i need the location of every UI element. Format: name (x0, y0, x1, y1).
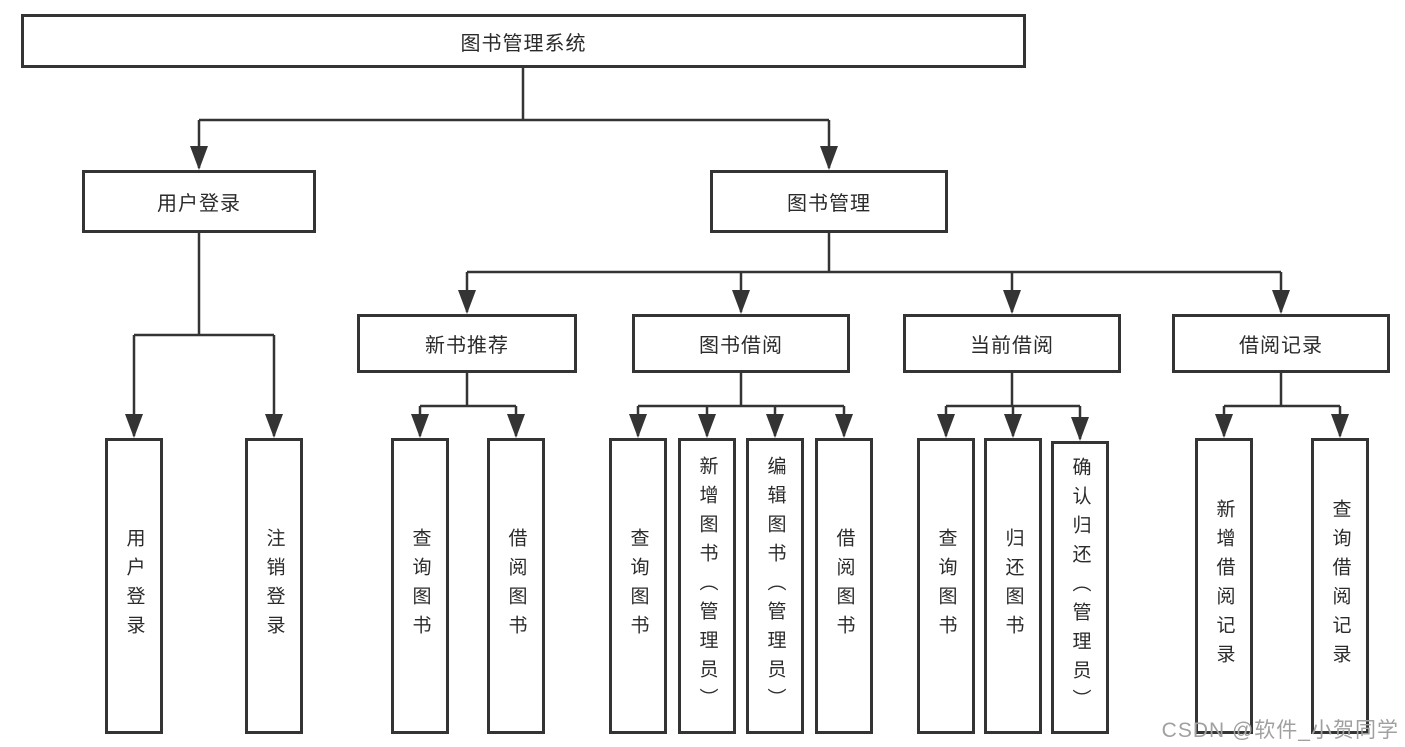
node-new-book-recommendation: 新书推荐 (357, 314, 577, 373)
arrowhead (458, 290, 476, 314)
node-book-management: 图书管理 (710, 170, 948, 233)
leaf-borrowing-query-books: 查询图书 (609, 438, 667, 734)
connector-borrow-records-subtree (1222, 373, 1342, 436)
leaf-current-query-books: 查询图书 (917, 438, 975, 734)
arrowhead (1331, 414, 1349, 438)
node-current-borrowing: 当前借阅 (903, 314, 1121, 373)
connector-book-borrowing-subtree (636, 373, 846, 436)
leaf-borrowing-add-books-admin: 新增图书（管理员） (678, 438, 736, 734)
watermark: CSDN @软件_小贺同学 (1161, 719, 1399, 742)
leaf-records-add-record-label: 新增借阅记录 (1213, 499, 1235, 673)
node-user-login: 用户登录 (82, 170, 316, 233)
connector-book-management-subtree (465, 233, 1283, 312)
leaf-current-confirm-return-admin: 确认归还（管理员） (1051, 441, 1109, 734)
leaf-borrowing-edit-books-admin-label: 编辑图书（管理员） (764, 455, 786, 717)
arrowhead (1272, 290, 1290, 314)
node-borrow-records-label: 借阅记录 (1239, 335, 1323, 357)
leaf-user-login: 用户登录 (105, 438, 163, 734)
arrowhead (1003, 290, 1021, 314)
leaf-borrowing-borrow-books: 借阅图书 (815, 438, 873, 734)
arrowhead (732, 290, 750, 314)
arrowhead (820, 146, 838, 170)
leaf-current-query-books-label: 查询图书 (935, 528, 957, 644)
arrowhead (265, 414, 283, 438)
leaf-user-login-label: 用户登录 (123, 528, 145, 644)
arrowhead (1071, 417, 1089, 441)
arrowhead (698, 414, 716, 438)
leaf-recommend-query-books: 查询图书 (391, 438, 449, 734)
leaf-borrowing-query-books-label: 查询图书 (627, 528, 649, 644)
leaf-borrowing-edit-books-admin: 编辑图书（管理员） (746, 438, 804, 734)
arrowhead (629, 414, 647, 438)
arrowhead (1004, 414, 1022, 438)
leaf-current-return-books-label: 归还图书 (1002, 528, 1024, 644)
node-borrow-records: 借阅记录 (1172, 314, 1390, 373)
connector-root-to-level2 (197, 68, 831, 168)
leaf-borrowing-borrow-books-label: 借阅图书 (833, 528, 855, 644)
node-system-label: 图书管理系统 (460, 32, 587, 55)
arrowhead (190, 146, 208, 170)
node-book-management-label: 图书管理 (787, 193, 871, 215)
arrowhead (937, 414, 955, 438)
node-new-book-recommendation-label: 新书推荐 (425, 335, 509, 357)
leaf-borrowing-add-books-admin-label: 新增图书（管理员） (696, 455, 718, 717)
leaf-records-add-record: 新增借阅记录 (1195, 438, 1253, 734)
arrowheads (125, 146, 1349, 441)
node-book-borrowing-label: 图书借阅 (699, 335, 783, 357)
arrowhead (411, 414, 429, 438)
arrowhead (766, 414, 784, 438)
leaf-recommend-borrow-books-label: 借阅图书 (505, 528, 527, 644)
arrowhead (835, 414, 853, 438)
leaf-records-query-record: 查询借阅记录 (1311, 438, 1369, 734)
arrowhead (125, 414, 143, 438)
leaf-recommend-query-books-label: 查询图书 (409, 528, 431, 644)
node-book-borrowing: 图书借阅 (632, 314, 850, 373)
node-user-login-label: 用户登录 (157, 193, 241, 215)
arrowhead (507, 414, 525, 438)
node-current-borrowing-label: 当前借阅 (970, 335, 1054, 357)
connector-new-book-subtree (418, 373, 518, 436)
leaf-current-confirm-return-admin-label: 确认归还（管理员） (1069, 457, 1091, 718)
node-system: 图书管理系统 (21, 14, 1026, 68)
leaf-recommend-borrow-books: 借阅图书 (487, 438, 545, 734)
leaf-logout: 注销登录 (245, 438, 303, 734)
arrowhead (1215, 414, 1233, 438)
leaf-records-query-record-label: 查询借阅记录 (1329, 499, 1351, 673)
leaf-logout-label: 注销登录 (263, 528, 285, 644)
connector-user-login-subtree (132, 233, 276, 436)
leaf-current-return-books: 归还图书 (984, 438, 1042, 734)
